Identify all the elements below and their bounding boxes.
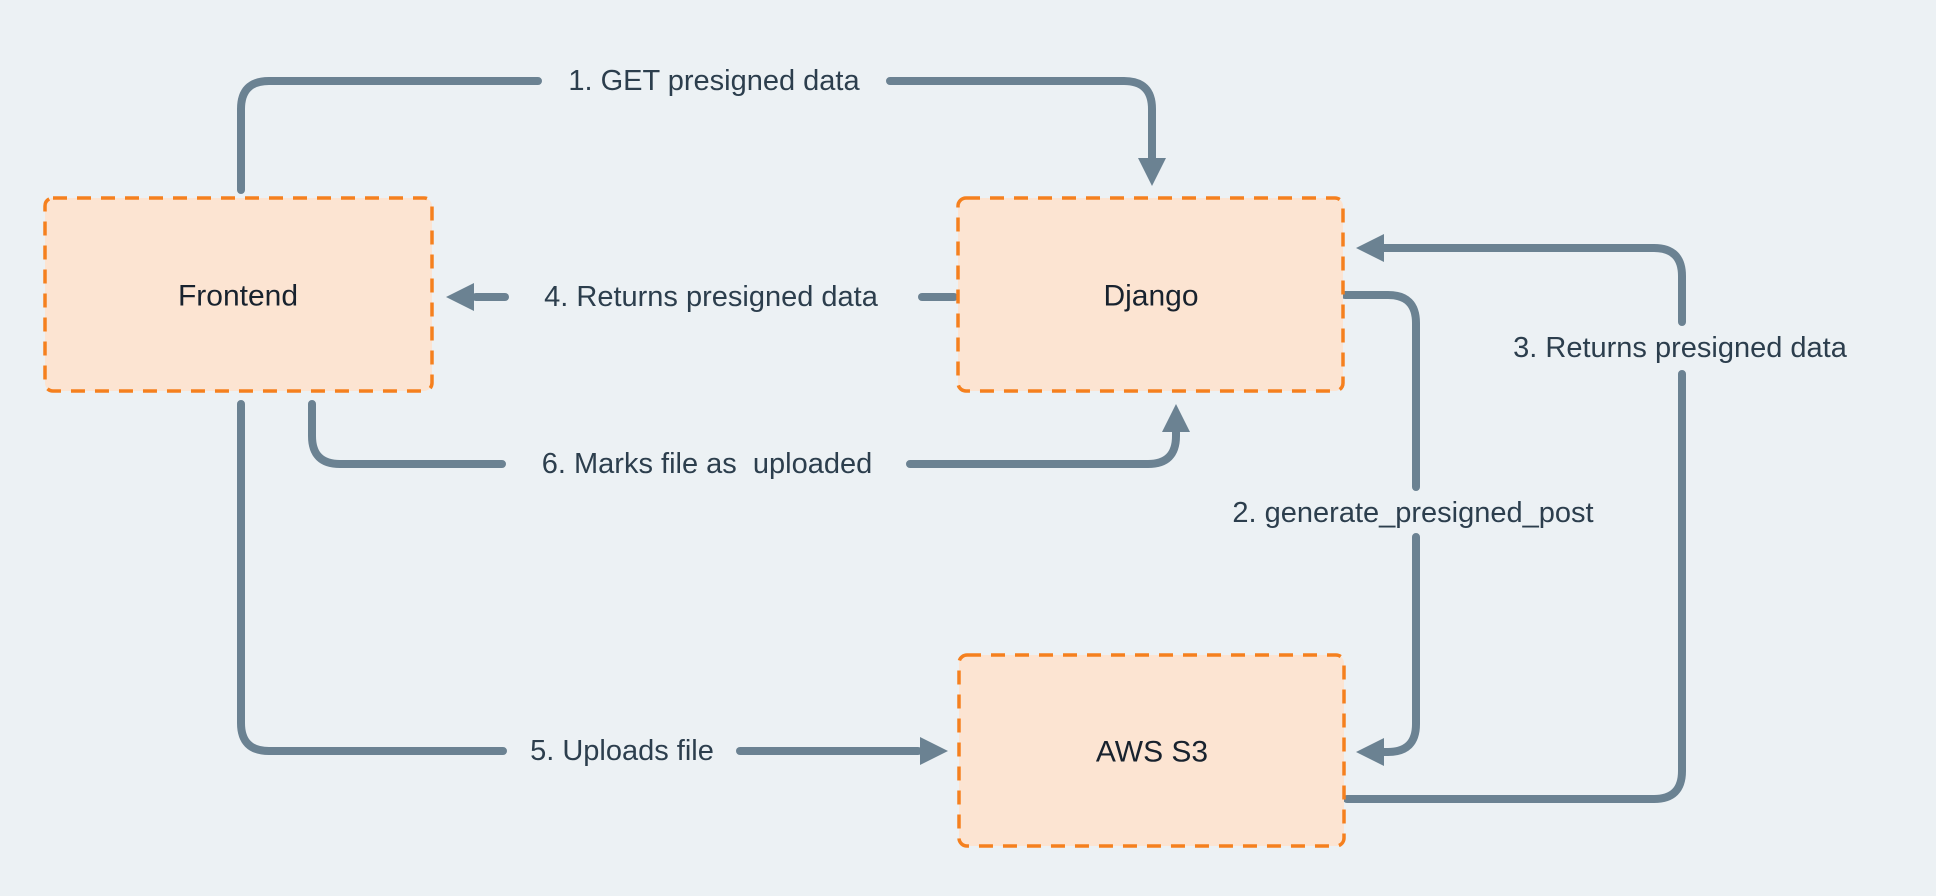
node-frontend-label: Frontend <box>178 280 298 313</box>
edge-6-arrowhead <box>1162 404 1190 432</box>
node-django: Django <box>956 196 1345 393</box>
node-django-box <box>956 196 1345 393</box>
edge-3-arrowhead <box>1356 234 1384 262</box>
edge-4-label: 4. Returns presigned data <box>544 281 879 313</box>
edge-5-arrowhead <box>920 737 948 765</box>
edge-2-line-top <box>1341 291 1420 491</box>
node-aws-s3: AWS S3 <box>957 653 1346 848</box>
edge-3-label: 3. Returns presigned data <box>1513 332 1848 364</box>
edge-2-label: 2. generate_presigned_post <box>1232 497 1593 529</box>
edge-1-arrowhead <box>1138 158 1166 186</box>
edge-2: 2. generate_presigned_post <box>1232 291 1594 766</box>
edge-3-line-bottom <box>1343 370 1686 803</box>
node-aws-s3-box <box>957 653 1346 848</box>
edge-4: 4. Returns presigned data <box>446 281 958 313</box>
edge-5-line-left <box>237 400 507 755</box>
edge-4-arrowhead <box>446 283 474 311</box>
edge-3-line-top <box>1380 244 1686 326</box>
edge-5: 5. Uploads file <box>237 400 948 767</box>
edge-6-line-right <box>906 428 1180 468</box>
node-django-label: Django <box>1103 280 1198 313</box>
edge-1-line-left <box>237 77 542 194</box>
edge-1-line-right <box>886 77 1156 162</box>
edge-2-line-bottom <box>1380 533 1420 756</box>
edge-1-label: 1. GET presigned data <box>568 65 860 97</box>
edge-6-line-left <box>308 400 506 468</box>
node-frontend-box <box>43 196 434 393</box>
edge-2-arrowhead <box>1356 738 1384 766</box>
edge-1: 1. GET presigned data <box>237 65 1166 194</box>
edge-6: 6. Marks file as uploaded <box>308 400 1190 480</box>
edge-5-label: 5. Uploads file <box>530 735 714 767</box>
node-frontend: Frontend <box>43 196 434 393</box>
edge-3: 3. Returns presigned data <box>1343 234 1848 803</box>
edge-6-label: 6. Marks file as uploaded <box>542 448 872 480</box>
node-aws-s3-label: AWS S3 <box>1096 736 1208 769</box>
